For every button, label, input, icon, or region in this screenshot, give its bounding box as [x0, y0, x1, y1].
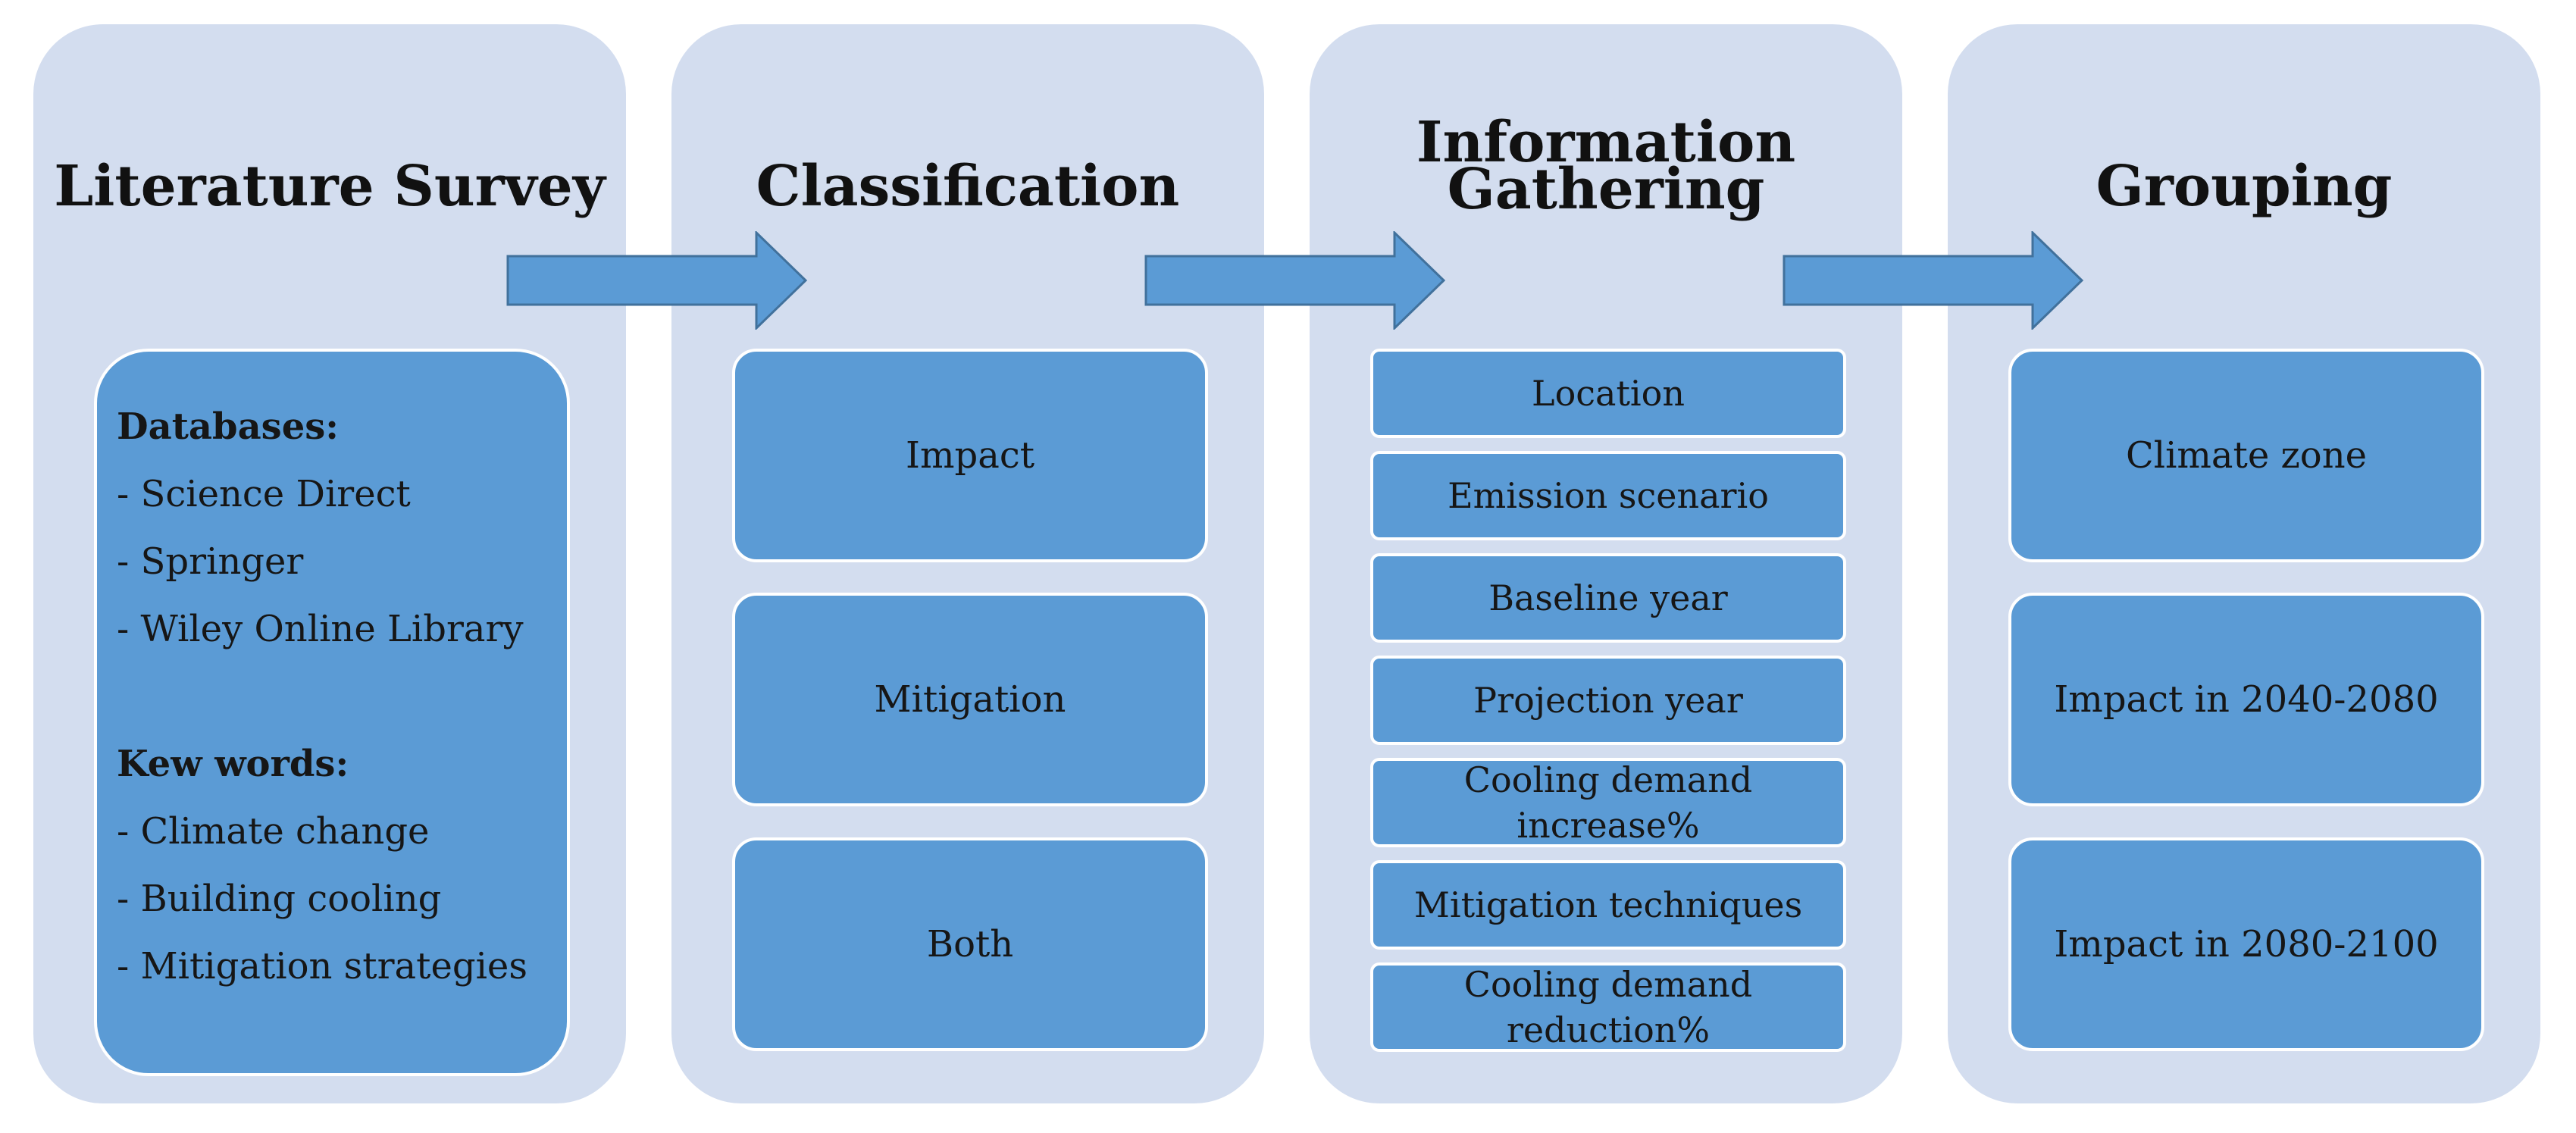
flow-arrow-2: [1144, 231, 1446, 330]
database-item: - Springer: [117, 540, 304, 583]
impact-2080-2100-box: Impact in 2080-2100: [2008, 837, 2484, 1051]
title-line: Information: [1416, 110, 1796, 175]
cooling-demand-reduction-box: Cooling demand reduction%: [1370, 962, 1846, 1052]
box-text-line: Cooling demand: [1463, 964, 1753, 1005]
cooling-demand-increase-box: Cooling demand increase%: [1370, 758, 1846, 847]
literature-survey-title: Literature Survey: [54, 154, 606, 219]
flow-arrow-3: [1783, 231, 2084, 330]
databases-heading: Databases:: [117, 405, 339, 448]
grouping-panel: Grouping Climate zone Impact in 2040-208…: [1948, 24, 2540, 1103]
keyword-item: - Mitigation strategies: [117, 945, 527, 987]
information-gathering-panel: Information Gathering Location Emission …: [1310, 24, 1902, 1103]
baseline-year-box: Baseline year: [1370, 553, 1846, 643]
literature-survey-panel: Literature Survey Databases: - Science D…: [33, 24, 626, 1103]
keywords-heading: Kew words:: [117, 743, 349, 785]
both-box: Both: [732, 837, 1208, 1051]
database-item: - Science Direct: [117, 473, 411, 515]
classification-title: Classification: [756, 154, 1180, 219]
box-text-line: increase%: [1516, 805, 1700, 846]
mitigation-box: Mitigation: [732, 593, 1208, 806]
flow-arrow-1: [506, 231, 808, 330]
mitigation-techniques-box: Mitigation techniques: [1370, 860, 1846, 950]
information-gathering-title: Information Gathering: [1310, 110, 1902, 222]
impact-box: Impact: [732, 349, 1208, 562]
projection-year-box: Projection year: [1370, 656, 1846, 745]
literature-survey-box: Databases: - Science Direct - Springer -…: [94, 349, 570, 1076]
classification-panel: Classification Impact Mitigation Both: [671, 24, 1264, 1103]
keyword-item: - Climate change: [117, 810, 430, 853]
grouping-title: Grouping: [2096, 154, 2393, 219]
keyword-item: - Building cooling: [117, 878, 442, 920]
impact-2040-2080-box: Impact in 2040-2080: [2008, 593, 2484, 806]
box-text-line: reduction%: [1506, 1009, 1711, 1050]
location-box: Location: [1370, 349, 1846, 438]
climate-zone-box: Climate zone: [2008, 349, 2484, 562]
box-text-line: Cooling demand: [1463, 759, 1753, 800]
emission-scenario-box: Emission scenario: [1370, 451, 1846, 540]
database-item: - Wiley Online Library: [117, 608, 524, 650]
title-line: Gathering: [1447, 157, 1765, 222]
